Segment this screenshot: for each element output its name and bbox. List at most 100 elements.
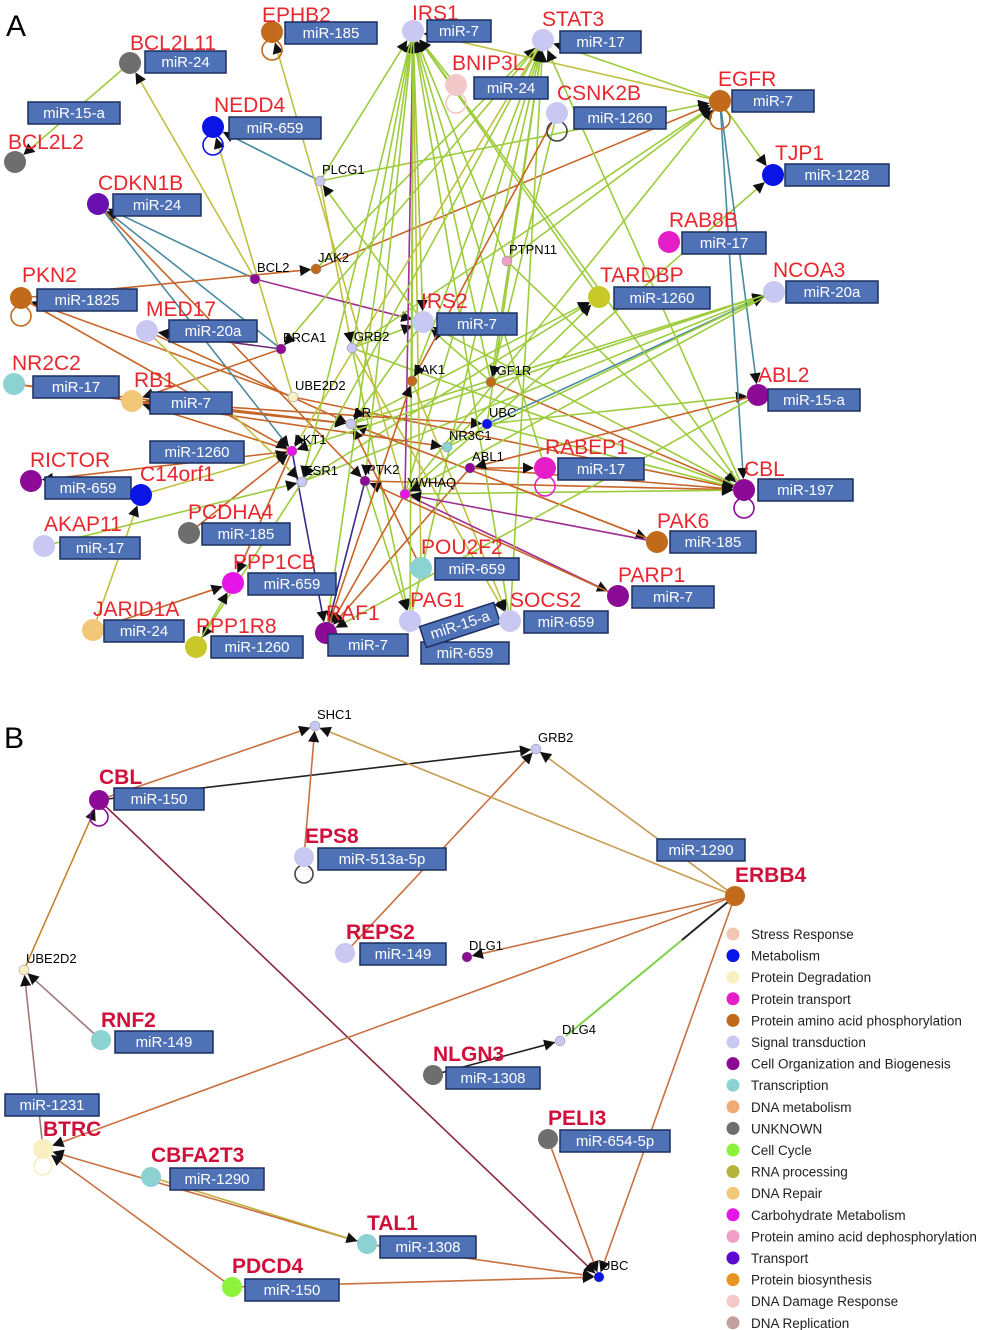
a-mirna-label-ephb2: miR-185 bbox=[303, 25, 360, 42]
a-gene-label-rb1: RB1 bbox=[134, 369, 175, 392]
a-gene-node-pag1 bbox=[399, 610, 421, 632]
a-gene-nr2c2: NR2C2 miR-17 bbox=[3, 352, 120, 399]
b-edge-ube2d2-cbl bbox=[23, 809, 96, 971]
a-mirna-label-tardbp: miR-1260 bbox=[629, 290, 694, 307]
a-mirna-box-socs2: miR-659 bbox=[523, 610, 609, 634]
legend-label: DNA Damage Response bbox=[751, 1294, 898, 1309]
panel-b-label: B bbox=[4, 722, 24, 755]
a-edge-abl2-raf1 bbox=[335, 394, 759, 628]
b-gene-label-eps8: EPS8 bbox=[305, 825, 359, 848]
legend-item-stress-response: Stress Response bbox=[726, 927, 854, 942]
a-edge-akt1-rictor bbox=[41, 450, 293, 485]
b-edge-erbb4-ubc bbox=[599, 895, 736, 1273]
a-edge-bcl2-bcl2l11 bbox=[135, 72, 256, 280]
legend-item-cell-organization-and-biogenesis: Cell Organization and Biogenesis bbox=[726, 1057, 951, 1072]
a-gene-node-pou2f2 bbox=[410, 557, 432, 579]
a-edge-grb2-irs1 bbox=[351, 41, 415, 349]
legend-item-dna-damage-response: DNA Damage Response bbox=[726, 1294, 898, 1309]
b-edge-peli3-ubc bbox=[547, 1138, 599, 1273]
a-edge-pag1-stat3 bbox=[409, 50, 544, 622]
a-mirna-box-ppp1r8: miR-1260 bbox=[210, 635, 304, 659]
b-mirna-label-pdcd4: miR-150 bbox=[264, 1282, 321, 1299]
legend-item-carbohydrate-metabolism: Carbohydrate Metabolism bbox=[726, 1208, 906, 1223]
a-gene-label-stat3: STAT3 bbox=[542, 8, 604, 31]
legend-label: Stress Response bbox=[751, 927, 854, 942]
legend-item-transcription: Transcription bbox=[726, 1078, 829, 1093]
a-gene-label-csnk2b: CSNK2B bbox=[557, 82, 641, 105]
b-gene-node-eps8 bbox=[294, 847, 314, 867]
b-gene-node-peli3 bbox=[538, 1129, 558, 1149]
b-edge-erbb4-grb2 bbox=[539, 751, 736, 897]
a-mirna-label-cbl: miR-197 bbox=[777, 482, 834, 499]
a-gene-label-nr2c2: NR2C2 bbox=[12, 352, 81, 375]
b-self-loop-eps8 bbox=[294, 864, 314, 884]
b-hub-node-ubc bbox=[593, 1271, 605, 1283]
a-mirna-box-tjp1: miR-1228 bbox=[784, 163, 890, 187]
b-gene-label-rnf2: RNF2 bbox=[101, 1009, 156, 1032]
legend-swatch bbox=[726, 1294, 740, 1308]
a-mirna-label-cdkn1b: miR-24 bbox=[133, 197, 181, 214]
a-hub-node-akt1 bbox=[286, 445, 298, 457]
a-hub-node-bcl2 bbox=[249, 273, 261, 285]
a-edge-irs2-ar bbox=[353, 321, 424, 421]
a-edge-bcl2-cdkn1b bbox=[107, 208, 256, 280]
a-gene-label-ppp1r8: PPP1R8 bbox=[196, 615, 277, 638]
b-mirna-label-peli3: miR-654-5p bbox=[576, 1133, 654, 1150]
a-mirna-label-nr2c2: miR-17 bbox=[52, 379, 100, 396]
a-gene-node-csnk2b bbox=[546, 102, 568, 124]
a-gene-node-jarid1a bbox=[82, 619, 104, 641]
legend-label: Protein biosynthesis bbox=[751, 1273, 872, 1288]
a-mirna-label-rabep1: miR-17 bbox=[577, 461, 625, 478]
legend-item-protein-amino-acid-phosphorylation: Protein amino acid phosphorylation bbox=[726, 1013, 962, 1028]
a-edge-akt1-ppp1cb bbox=[236, 450, 293, 574]
a-edge-grb2-egfr bbox=[351, 107, 711, 349]
b-gene-label-erbb4: ERBB4 bbox=[735, 864, 807, 887]
legend-swatch bbox=[726, 1121, 740, 1135]
b-mirna-label-erbb4: miR-1290 bbox=[668, 842, 733, 859]
legend-label: RNA processing bbox=[751, 1165, 848, 1180]
a-edge-stat3-esr1 bbox=[304, 39, 544, 478]
a-gene-label-parp1: PARP1 bbox=[618, 564, 685, 587]
b-hub-label-dlg1: DLG1 bbox=[469, 938, 503, 953]
legend-item-unknown: UNKNOWN bbox=[726, 1121, 822, 1136]
legend-item-dna-metabolism: DNA metabolism bbox=[726, 1100, 852, 1115]
b-gene-label-reps2: REPS2 bbox=[346, 921, 415, 944]
a-edge-plcg1-nedd4 bbox=[222, 131, 321, 182]
a-mirna-box-csnk2b: miR-1260 bbox=[573, 106, 667, 130]
a-gene-node-bcl2l2 bbox=[4, 151, 26, 173]
b-gene-label-pdcd4: PDCD4 bbox=[232, 1255, 304, 1278]
legend-item-protein-transport: Protein transport bbox=[726, 992, 851, 1007]
a-hub-label-nr3c1: NR3C1 bbox=[449, 428, 492, 443]
a-mirna-box-c14orf1: miR-1260 bbox=[149, 440, 245, 464]
a-edge-ywhaq-ephb2 bbox=[272, 42, 406, 495]
b-gene-label-cbl: CBL bbox=[99, 766, 142, 789]
a-mirna-box-egfr: miR-7 bbox=[731, 89, 815, 113]
b-mirna-label-rnf2: miR-149 bbox=[136, 1034, 193, 1051]
a-gene-label-pag1: PAG1 bbox=[410, 589, 464, 612]
a-mirna-label-pcdha4: miR-185 bbox=[218, 526, 275, 543]
b-gene-node-erbb4 bbox=[725, 886, 745, 906]
legend-swatch bbox=[726, 1229, 740, 1243]
a-edge-plcg1-irs1 bbox=[319, 40, 408, 182]
b-hub-node-grb2 bbox=[530, 743, 542, 755]
a-gene-node-pcdha4 bbox=[178, 522, 200, 544]
a-gene-node-stat3 bbox=[532, 29, 554, 51]
a-mirna-box-rictor: miR-659 bbox=[44, 476, 132, 500]
legend-swatch bbox=[726, 1100, 740, 1114]
legend-swatch bbox=[726, 1273, 740, 1287]
legend-swatch bbox=[726, 949, 740, 963]
b-mirna-label-nlgn3: miR-1308 bbox=[460, 1070, 525, 1087]
b-hub-label-ube2d2: UBE2D2 bbox=[26, 951, 77, 966]
a-mirna-label-stat3: miR-17 bbox=[576, 34, 624, 51]
